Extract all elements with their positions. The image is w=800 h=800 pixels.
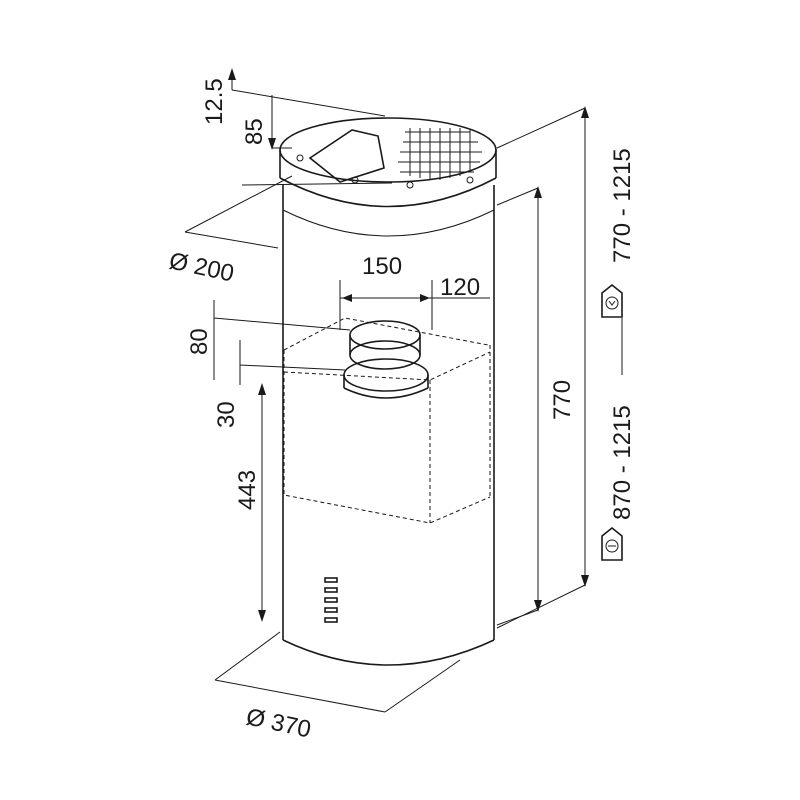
label-outlet-diameter: 120 [440,274,480,301]
house-recirculation-icon [601,283,623,318]
label-extraction-range: 870 - 1215 [609,405,636,520]
outlet-duct [343,320,429,399]
hood-cylinder [279,117,497,666]
grille-pattern [398,128,482,180]
top-opening [308,129,385,183]
label-body-height: 770 [549,380,576,420]
motor-box [283,317,491,524]
dimension-lines [184,68,589,713]
label-outlet-width: 150 [362,253,402,280]
label-top-diameter: Ø 200 [167,247,237,287]
label-top-offset: 12.5 [201,78,228,125]
label-lower-height: 443 [234,470,261,510]
label-outlet-height: 80 [186,328,213,355]
label-collar-height: 85 [241,118,268,145]
label-recirculation-range: 770 - 1215 [609,148,636,263]
control-buttons [324,577,338,623]
label-outlet-gap: 30 [213,401,240,428]
house-extraction-icon [601,526,623,561]
label-bottom-diameter: Ø 370 [244,703,314,743]
